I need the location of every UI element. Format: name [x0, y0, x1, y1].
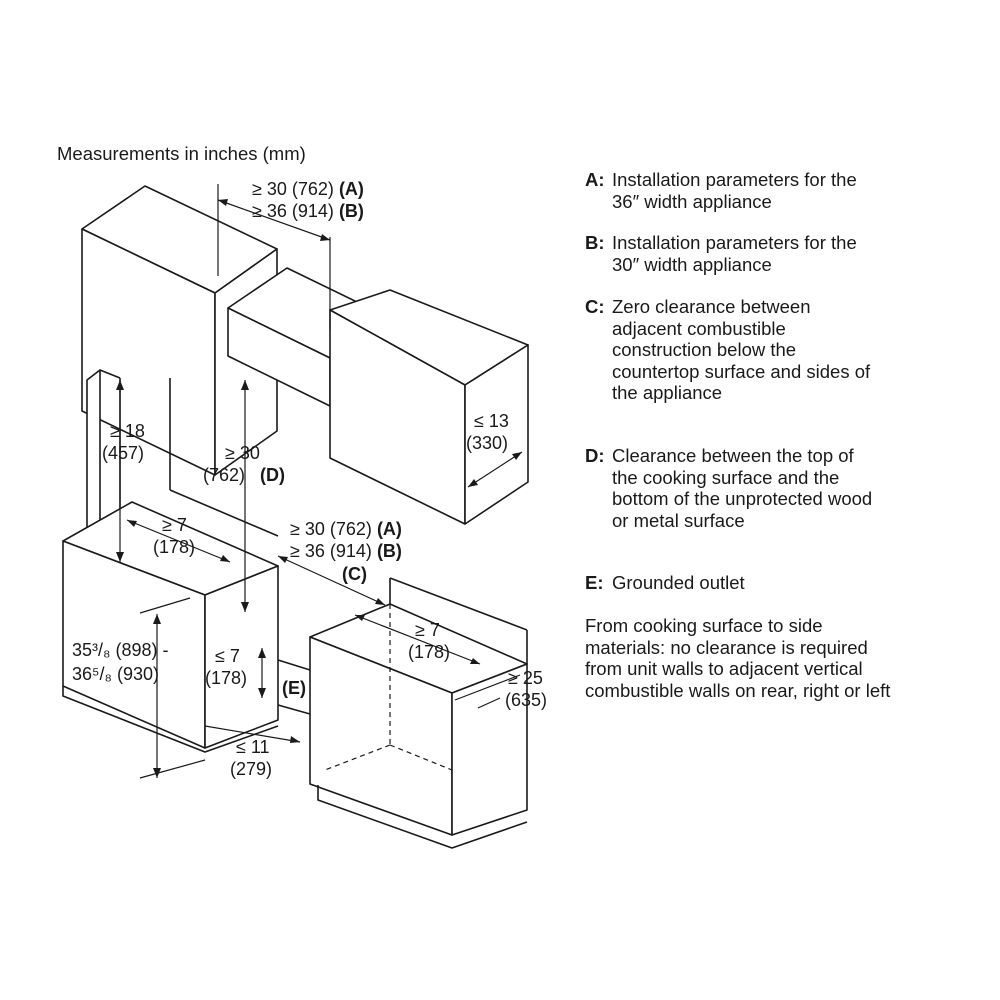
mid-width-label-b: ≥ 36 (914) (B) [290, 541, 402, 561]
outlet-height-mm: (178) [205, 668, 247, 688]
height-extension-top [139, 597, 191, 614]
outlet-width-mm: (279) [230, 759, 272, 779]
legend-item-e: E: Grounded outlet [585, 572, 745, 593]
right-side-mm: (178) [408, 642, 450, 662]
hidden-edges [324, 604, 453, 771]
cooktop-to-hood-value: ≥ 30 [225, 443, 260, 463]
side-clearance-note: From cooking surface to side materials: … [585, 615, 891, 701]
legend-item-a: A: Installation parameters for the 36″ w… [585, 169, 857, 212]
cooktop-to-hood-ref: (D) [260, 465, 285, 485]
cooktop-to-hood-mm: (762) [203, 465, 245, 485]
dimension-arrowheads [116, 199, 522, 778]
height-extension-bottom [139, 759, 206, 779]
cabinet-height-line-1: 35³/₈ (898) - [72, 640, 169, 660]
depth-value: ≥ 25 [508, 668, 543, 688]
outlet-recess [277, 659, 311, 715]
right-side-dimension-line [354, 614, 481, 665]
hood-side-mm: (330) [466, 433, 508, 453]
right-side-value: ≥ 7 [415, 620, 440, 640]
left-side-value: ≥ 7 [162, 515, 187, 535]
mid-width-label-a: ≥ 30 (762) (A) [290, 519, 402, 539]
legend-item-b: B: Installation parameters for the 30″ w… [585, 232, 857, 275]
legend-item-c: C: Zero clearance between adjacent combu… [585, 296, 871, 403]
upper-clearance-mm: (457) [102, 443, 144, 463]
mid-width-dimension-line [277, 555, 386, 606]
outlet-width-value: ≤ 11 [236, 737, 270, 757]
top-width-dimension-line [217, 199, 331, 241]
depth-mm: (635) [505, 690, 547, 710]
left-base-cabinet [62, 378, 279, 753]
left-side-dimension-line [126, 519, 231, 563]
upper-clearance-value: ≥ 18 [110, 421, 145, 441]
cabinet-height-line-2: 36⁵/₈ (930) [72, 664, 159, 684]
legend-item-d: D: Clearance between the top of the cook… [585, 445, 873, 531]
hood-side-dimension-line [467, 451, 523, 488]
right-upper-cabinet [329, 289, 529, 525]
outlet-width-dimension-line [204, 725, 301, 743]
outlet-ref: (E) [282, 678, 306, 698]
zero-clearance-ref: (C) [342, 564, 367, 584]
measurement-units-caption: Measurements in inches (mm) [57, 143, 306, 164]
right-base-cabinet [309, 577, 528, 849]
outlet-height-value: ≤ 7 [215, 646, 240, 666]
left-side-mm: (178) [153, 537, 195, 557]
hood-side-value: ≤ 13 [474, 411, 509, 431]
depth-dimension-line-b [477, 697, 501, 709]
top-width-label-a: ≥ 30 (762) (A) [252, 179, 364, 199]
depth-dimension-line-a [454, 674, 521, 701]
top-width-label-b: ≥ 36 (914) (B) [252, 201, 364, 221]
